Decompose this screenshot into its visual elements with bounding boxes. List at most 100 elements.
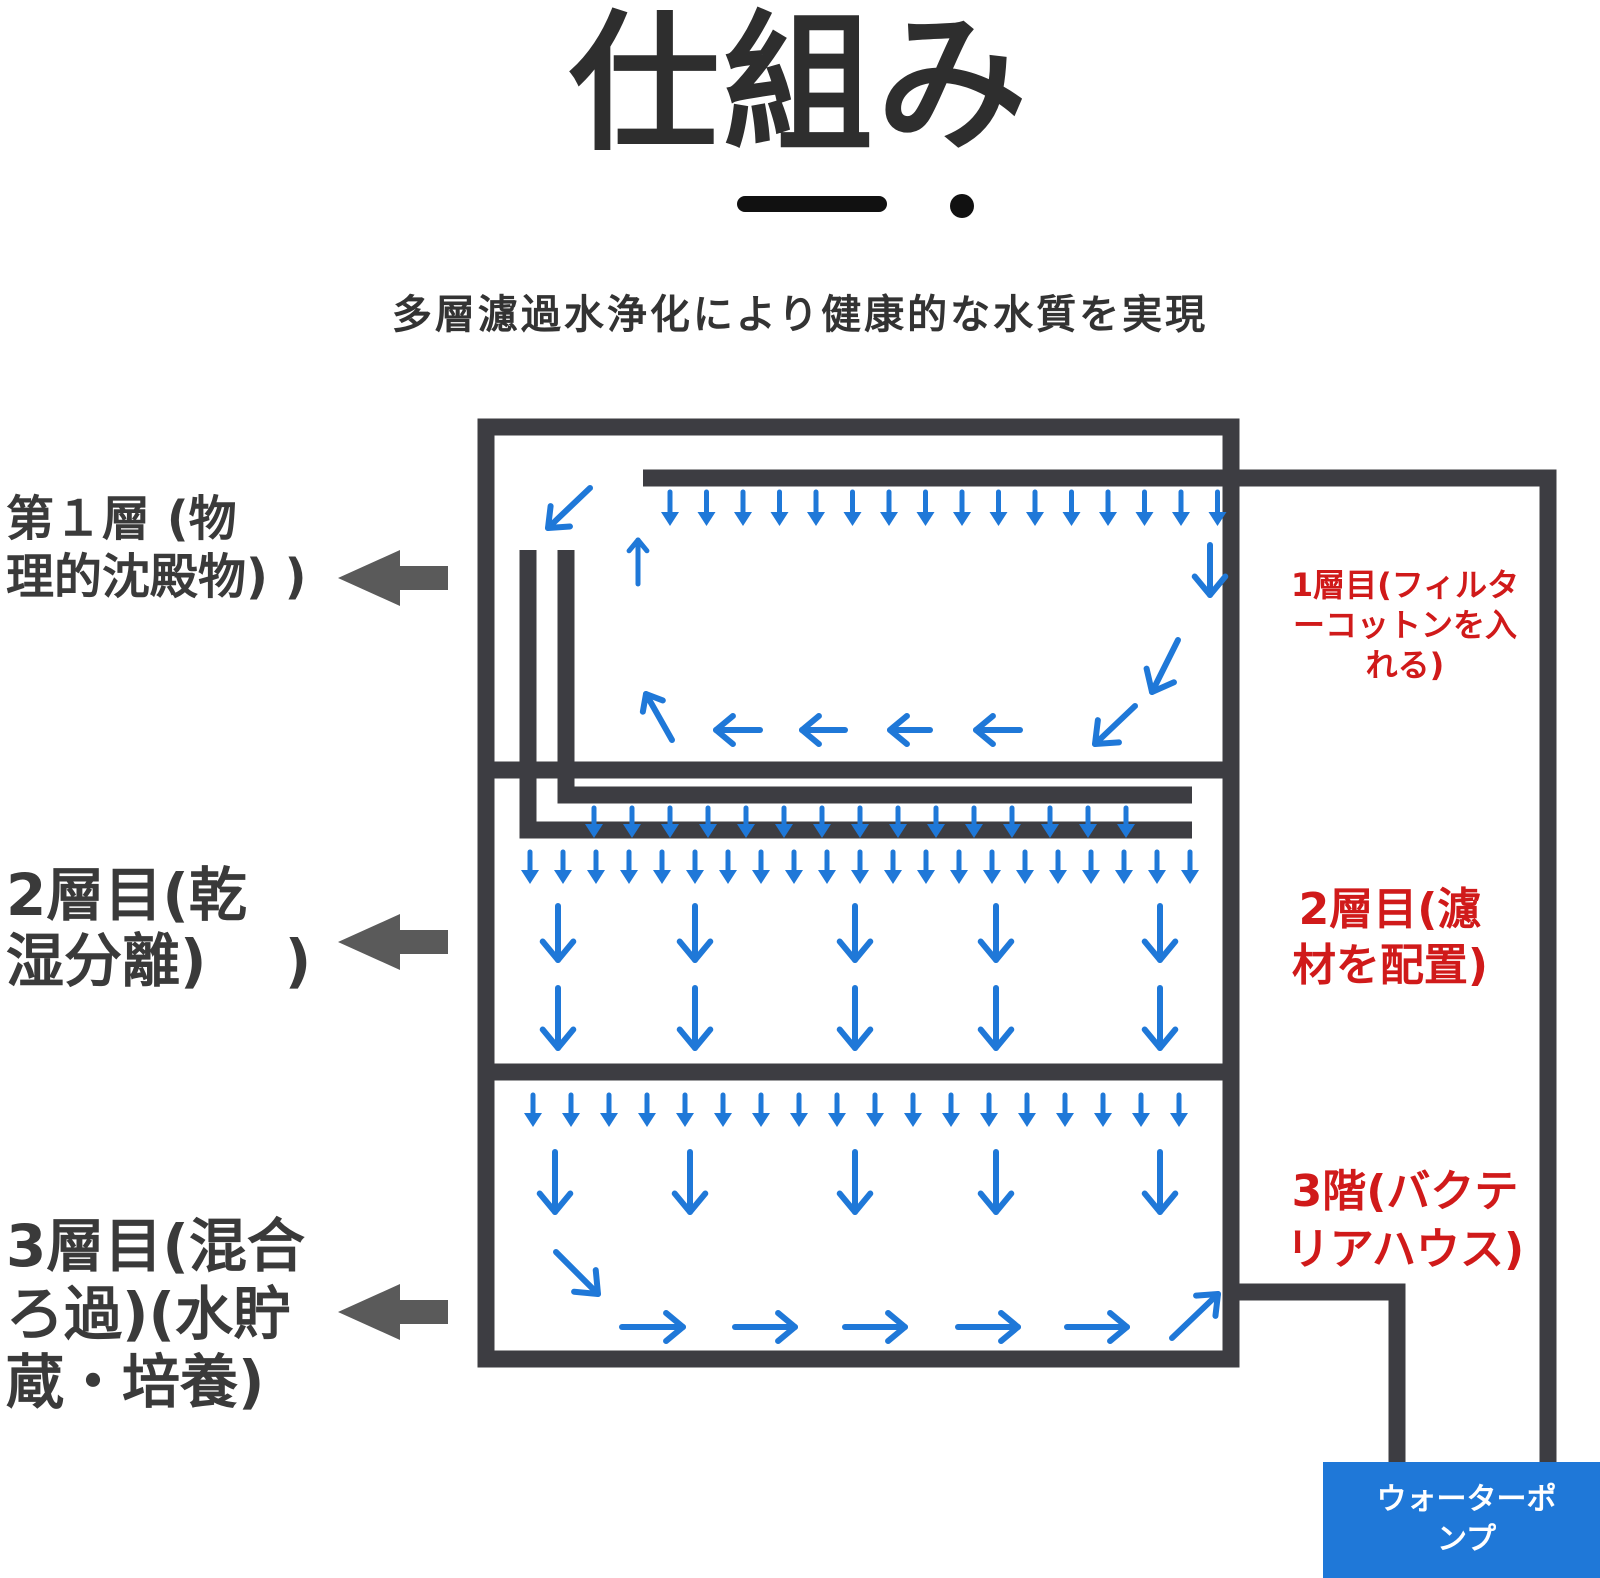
arrow-icon: [1064, 1309, 1130, 1345]
layer2-right-label: 2層目(濾 材を配置): [1291, 884, 1489, 991]
arrow-icon: [785, 849, 803, 884]
arrow-icon: [807, 489, 825, 526]
arrow-icon: [843, 489, 862, 526]
left-arrow-icon: [338, 1284, 448, 1340]
arrow-icon: [836, 1149, 874, 1215]
arrow-icon: [676, 985, 714, 1051]
arrow-icon: [1026, 489, 1044, 526]
arrow-icon: [866, 1092, 884, 1127]
arrow-icon: [554, 849, 572, 884]
arrow-icon: [880, 489, 898, 526]
arrow-icon: [884, 849, 902, 884]
arrow-icon: [927, 805, 945, 838]
arrow-icon: [1079, 805, 1097, 838]
arrow-icon: [973, 712, 1023, 748]
arrow-icon: [752, 849, 770, 884]
pump-outlet-pipe: [1231, 1283, 1406, 1462]
arrow-icon: [1141, 1149, 1179, 1215]
left-arrow-icon: [338, 914, 448, 970]
arrow-icon: [539, 985, 577, 1051]
arrow-icon: [977, 1149, 1015, 1215]
arrow-icon: [620, 849, 638, 884]
layer3-left-label: 3層目(混合 ろ過)(水貯 蔵・培養): [6, 1212, 305, 1416]
arrow-icon: [732, 1309, 798, 1345]
arrow-icon: [653, 849, 671, 884]
arrow-icon: [813, 805, 831, 838]
arrow-icon: [955, 1309, 1021, 1345]
arrow-icon: [661, 489, 679, 526]
arrow-icon: [553, 1249, 601, 1297]
water-pump-box: ウォーターポ ンプ: [1323, 1462, 1600, 1578]
arrow-icon: [1092, 703, 1138, 747]
arrow-icon: [790, 1092, 808, 1127]
arrow-icon: [521, 849, 539, 884]
arrow-icon: [1099, 489, 1117, 526]
arrow-icon: [1148, 849, 1166, 884]
arrow-icon: [1082, 849, 1100, 884]
title-divider-dash: [737, 196, 887, 212]
arrow-icon: [623, 805, 641, 838]
page-subtitle: 多層濾過水浄化により健康的な水質を実現: [391, 292, 1209, 338]
arrow-icon: [1018, 1092, 1036, 1127]
arrow-icon: [770, 489, 789, 526]
arrow-icon: [1041, 805, 1059, 838]
arrow-icon: [600, 1092, 618, 1127]
arrow-icon: [536, 1149, 574, 1215]
arrow-icon: [1094, 1092, 1112, 1127]
arrow-icon: [737, 805, 755, 838]
arrow-icon: [1170, 1092, 1188, 1127]
arrow-icon: [904, 1092, 922, 1127]
arrow-icon: [983, 849, 1001, 884]
layer3-right-label: 3階(バクテ リアハウス): [1285, 1166, 1525, 1275]
overflow-pipe-inner: [557, 550, 1192, 804]
left-arrow-icon: [338, 550, 448, 606]
arrow-icon: [671, 1149, 709, 1215]
arrow-icon: [1016, 849, 1034, 884]
arrow-icon: [1141, 903, 1179, 963]
arrow-icon: [1115, 849, 1133, 884]
arrow-icon: [836, 903, 874, 963]
arrow-icon: [639, 691, 675, 743]
arrow-icon: [638, 1092, 656, 1127]
arrow-icon: [699, 805, 717, 838]
arrow-icon: [587, 849, 605, 884]
arrow-icon: [989, 489, 1008, 526]
arrow-icon: [686, 849, 704, 884]
arrow-icon: [1117, 805, 1135, 838]
arrow-icon: [916, 489, 935, 526]
arrow-icon: [942, 1092, 960, 1127]
arrow-icon: [661, 805, 679, 838]
tank-outer-frame: [477, 418, 1240, 1368]
arrow-icon: [950, 849, 968, 884]
arrow-icon: [980, 1092, 998, 1127]
arrow-icon: [917, 849, 935, 884]
arrow-icon: [1135, 489, 1154, 526]
layer1-left-label: 第１層 (物 理的沈殿物) ): [6, 491, 307, 605]
arrow-icon: [676, 903, 714, 963]
arrow-icon: [851, 849, 869, 884]
arrow-icon: [1143, 637, 1181, 695]
arrow-icon: [1132, 1092, 1150, 1127]
arrow-icon: [953, 489, 971, 526]
arrow-icon: [713, 712, 763, 748]
arrow-icon: [585, 805, 603, 838]
arrow-icon: [828, 1092, 846, 1127]
arrow-icon: [626, 537, 650, 587]
arrow-icon: [887, 712, 933, 748]
layer1-right-label: 1層目(フィルタ ーコットンを入 れる): [1290, 566, 1520, 684]
arrow-icon: [799, 712, 848, 748]
arrow-icon: [1191, 542, 1229, 598]
arrow-icon: [524, 1092, 542, 1127]
arrow-icon: [775, 805, 793, 838]
arrow-icon: [1208, 489, 1227, 526]
arrow-icon: [1049, 849, 1067, 884]
arrow-icon: [889, 805, 907, 838]
layer2-left-label: 2層目(乾 湿分離) ): [6, 861, 312, 995]
arrow-icon: [752, 1092, 770, 1127]
arrow-icon: [1003, 805, 1021, 838]
arrow-icon: [842, 1309, 908, 1345]
arrow-icon: [1062, 489, 1081, 526]
arrow-icon: [851, 805, 869, 838]
arrow-icon: [545, 485, 593, 531]
